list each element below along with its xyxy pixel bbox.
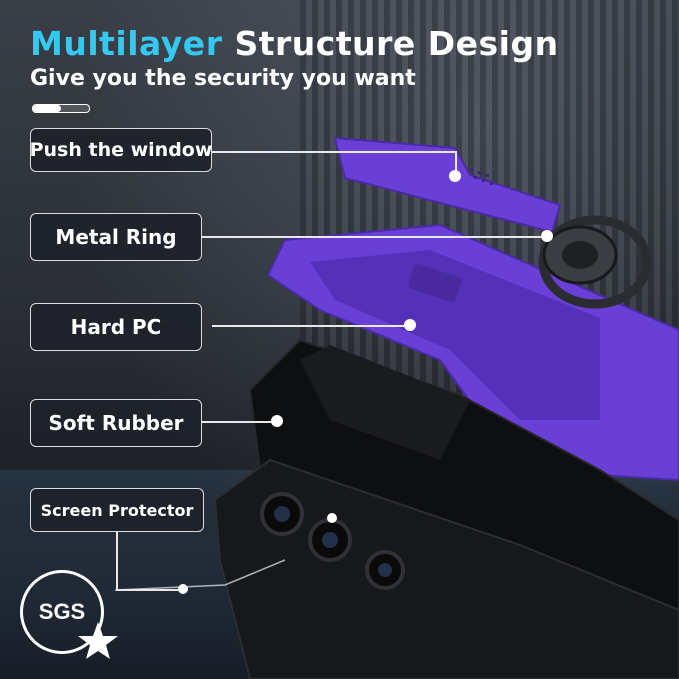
camera-lenses xyxy=(260,492,405,590)
connector-screen-protector xyxy=(116,531,118,589)
label-push-window: Push the window xyxy=(30,128,212,172)
title-rest: Structure Design xyxy=(234,24,559,63)
connector-screen-protector-h xyxy=(116,589,184,591)
connector-hard-pc xyxy=(212,325,408,327)
label-screen-protector: Screen Protector xyxy=(30,488,204,532)
title-accent: Multilayer xyxy=(30,24,223,63)
dot-hard-pc xyxy=(404,319,416,331)
metal-ring-art xyxy=(538,215,652,309)
camera-cutout xyxy=(408,263,462,303)
dot-soft-rubber xyxy=(271,415,283,427)
label-soft-rubber: Soft Rubber xyxy=(30,399,202,447)
connector-push-window-drop xyxy=(455,151,457,173)
connector-metal-ring xyxy=(201,236,543,238)
subtitle: Give you the security you want xyxy=(30,66,416,91)
hard-pc-frame-inner xyxy=(310,250,600,420)
dot-push-window xyxy=(449,170,461,182)
progress-fill xyxy=(33,105,61,112)
connector-soft-rubber xyxy=(201,421,273,423)
screen-protector-edge xyxy=(114,559,286,591)
page-title: Multilayer Structure Design xyxy=(30,24,559,63)
sgs-badge: SGS xyxy=(20,570,104,654)
connector-push-window xyxy=(211,151,456,153)
label-hard-pc: Hard PC xyxy=(30,303,202,351)
label-metal-ring: Metal Ring xyxy=(30,213,202,261)
slider-grip xyxy=(470,168,493,185)
window-slider xyxy=(333,136,562,234)
progress-bar xyxy=(32,104,90,113)
dot-metal-ring xyxy=(541,230,553,242)
star-icon xyxy=(78,622,118,659)
soft-rubber-case-inner xyxy=(300,345,470,460)
dot-screen-protector xyxy=(178,584,188,594)
